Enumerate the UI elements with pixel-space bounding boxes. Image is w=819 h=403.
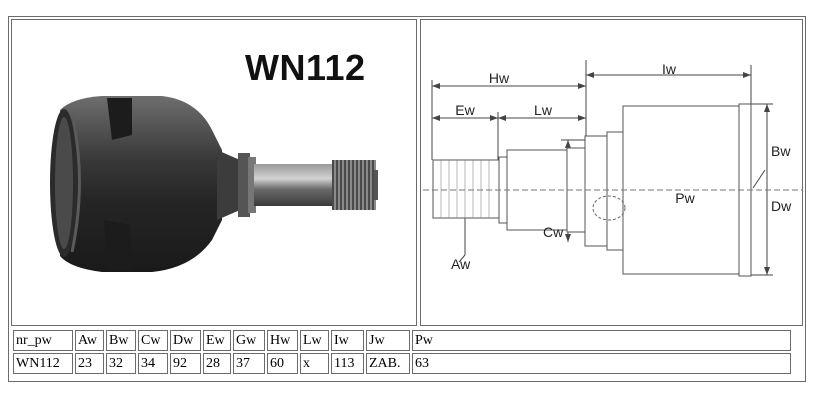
spec-value-row: WN112 23 32 34 92 28 37 60 x 113 ZAB. 63 bbox=[13, 353, 791, 374]
value-cell: WN112 bbox=[13, 353, 73, 374]
cv-joint-photo bbox=[50, 96, 378, 272]
label-bw: Bw bbox=[771, 143, 791, 159]
label-cw: Cw bbox=[543, 224, 564, 240]
value-cell: 37 bbox=[233, 353, 265, 374]
product-code-title: WN112 bbox=[245, 47, 366, 88]
product-card bbox=[8, 16, 806, 382]
label-lw: Lw bbox=[534, 102, 553, 118]
header-cell: Iw bbox=[331, 330, 364, 351]
spec-table: nr_pw Aw Bw Cw Dw Ew Gw Hw Lw Iw Jw Pw W… bbox=[11, 328, 793, 376]
label-dw: Dw bbox=[771, 198, 792, 214]
label-ew: Ew bbox=[455, 102, 475, 118]
label-aw: Aw bbox=[451, 256, 471, 272]
header-cell: Ew bbox=[203, 330, 231, 351]
header-cell: Lw bbox=[300, 330, 329, 351]
spec-header-row: nr_pw Aw Bw Cw Dw Ew Gw Hw Lw Iw Jw Pw bbox=[13, 330, 791, 351]
value-cell: 23 bbox=[75, 353, 104, 374]
label-iw: Iw bbox=[662, 61, 677, 77]
technical-drawing-panel: Hw Iw Ew Lw Bw Dw Pw Cw Aw bbox=[420, 19, 803, 326]
label-hw: Hw bbox=[489, 70, 510, 86]
value-cell: 92 bbox=[170, 353, 201, 374]
product-photo-panel: WN112 bbox=[11, 19, 417, 326]
header-cell: Dw bbox=[170, 330, 201, 351]
value-cell: 32 bbox=[106, 353, 136, 374]
value-cell: 60 bbox=[267, 353, 298, 374]
dimension-drawing: Hw Iw Ew Lw Bw Dw Pw Cw Aw bbox=[423, 60, 802, 277]
value-cell: 113 bbox=[331, 353, 364, 374]
value-cell: 63 bbox=[412, 353, 791, 374]
header-cell: Gw bbox=[233, 330, 265, 351]
header-cell: Aw bbox=[75, 330, 104, 351]
header-cell: nr_pw bbox=[13, 330, 73, 351]
header-cell: Hw bbox=[267, 330, 298, 351]
label-pw: Pw bbox=[675, 190, 695, 206]
header-cell: Jw bbox=[366, 330, 410, 351]
value-cell: 28 bbox=[203, 353, 231, 374]
header-cell: Bw bbox=[106, 330, 136, 351]
value-cell: 34 bbox=[138, 353, 168, 374]
value-cell: x bbox=[300, 353, 329, 374]
header-cell: Cw bbox=[138, 330, 168, 351]
value-cell: ZAB. bbox=[366, 353, 410, 374]
header-cell: Pw bbox=[412, 330, 791, 351]
